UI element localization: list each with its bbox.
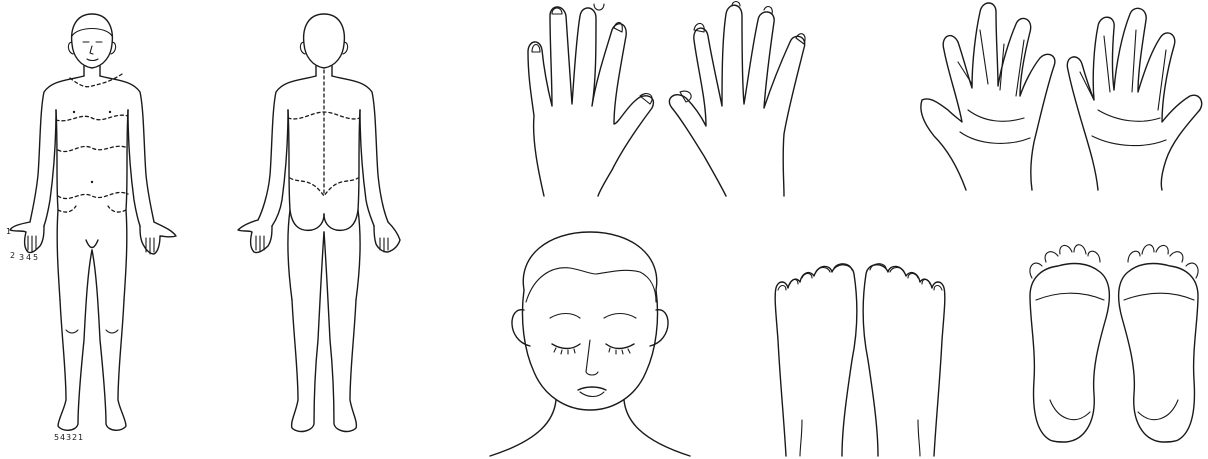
back-body-figure [238, 14, 400, 431]
toe-label-2: 2 [72, 433, 77, 442]
feet-dorsal-figure [775, 264, 945, 456]
hands-dorsal-figure [528, 2, 805, 197]
toe-label-1: 1 [78, 433, 83, 442]
finger-label-1: 1 [6, 227, 11, 236]
face-figure [490, 232, 690, 456]
hands-palmar-figure [921, 3, 1202, 190]
feet-plantar-figure [1030, 245, 1198, 442]
toe-label-4: 4 [60, 433, 65, 442]
finger-label-5: 5 [33, 253, 38, 262]
finger-label-2: 2 [10, 251, 15, 260]
front-body-figure: 1 2 3 4 5 5 4 3 2 1 [6, 14, 176, 442]
finger-label-4: 4 [26, 253, 31, 262]
toe-label-5: 5 [54, 433, 59, 442]
finger-label-3: 3 [19, 253, 24, 262]
toe-label-3: 3 [66, 433, 71, 442]
